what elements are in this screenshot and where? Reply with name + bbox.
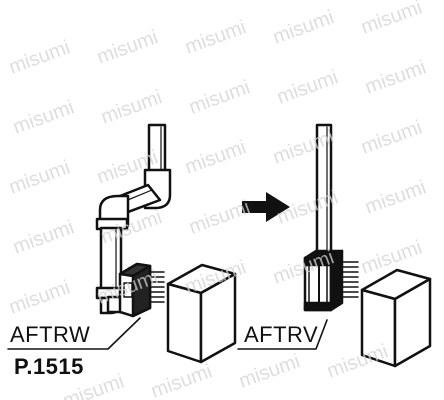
straight-pipe-assembly — [303, 123, 359, 312]
model-label-aftrw: AFTRW — [10, 322, 91, 347]
bracket-teeth — [341, 261, 359, 298]
workpiece-box-left — [166, 263, 237, 364]
direction-arrow — [242, 192, 290, 222]
page-reference-link[interactable]: P.1515 — [14, 354, 84, 379]
model-label-aftrv: AFTRV — [244, 322, 319, 347]
leader-line-right — [237, 319, 328, 350]
workpiece-box-right — [360, 268, 432, 368]
bracket-teeth — [149, 271, 165, 303]
bent-pipe-assembly — [95, 123, 172, 318]
leader-line-left — [7, 317, 141, 350]
